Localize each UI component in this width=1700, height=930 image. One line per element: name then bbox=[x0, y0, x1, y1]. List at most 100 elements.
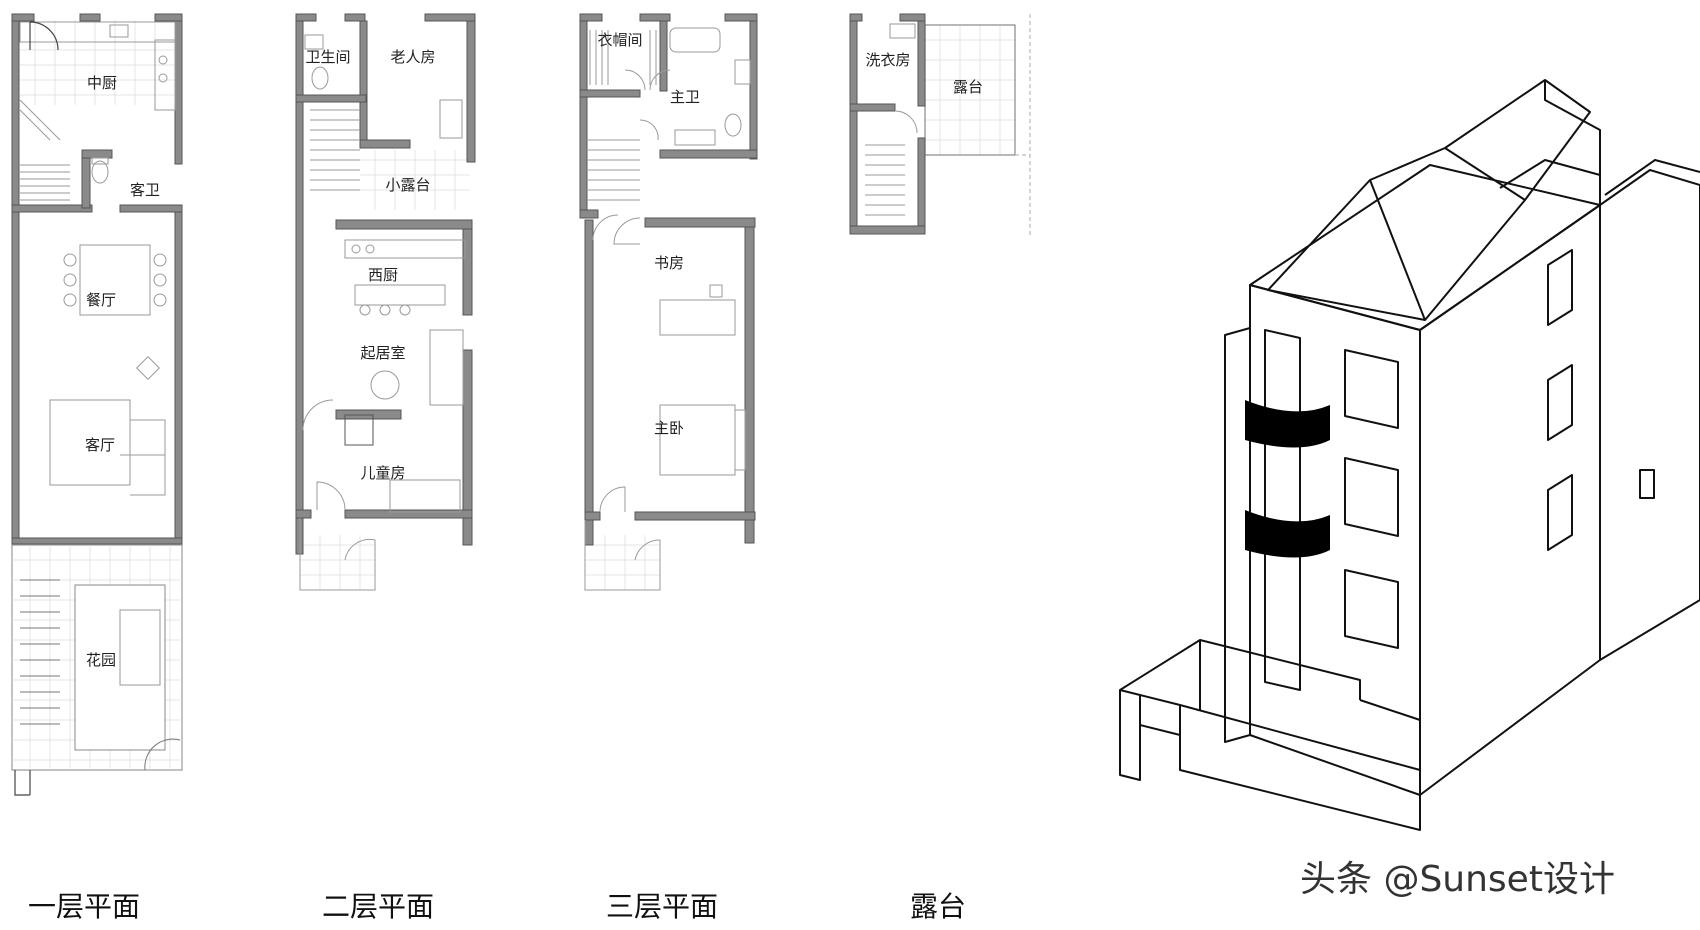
floor2-east-wall-upper bbox=[466, 13, 476, 163]
room-label-laundry: 洗衣房 bbox=[865, 51, 910, 69]
floor2-north-wall-b bbox=[344, 13, 366, 22]
floor3-title: 三层平面 bbox=[606, 890, 719, 923]
room-label-elder-room: 老人房 bbox=[390, 48, 435, 66]
iso-roof-ridge-back bbox=[1444, 79, 1591, 201]
floor1-mid-wall-b bbox=[119, 204, 183, 213]
iso-side-window-3 bbox=[1547, 474, 1573, 551]
floor3-cloak-wall-bottom bbox=[579, 89, 641, 98]
floor2-south-wall-b bbox=[344, 509, 473, 519]
floor3-fixtures bbox=[584, 27, 751, 591]
room-label-living: 客厅 bbox=[85, 436, 115, 454]
floor3-west-wall-lower bbox=[584, 219, 594, 546]
garden-boundary bbox=[11, 544, 183, 771]
iso-front-window-1 bbox=[1344, 349, 1399, 429]
kitchen-tile-grid bbox=[20, 20, 175, 105]
iso-garden-gate-block bbox=[1139, 694, 1181, 736]
room-label-family-room: 起居室 bbox=[360, 344, 405, 362]
kitchen-counters bbox=[19, 21, 176, 111]
floor3-north-wall-b bbox=[639, 13, 671, 22]
floor1-east-wall-lower bbox=[174, 209, 183, 546]
iso-side-window-2 bbox=[1547, 364, 1573, 441]
roof-title: 露台 bbox=[910, 890, 967, 923]
iso-garden-post bbox=[1119, 689, 1141, 781]
room-label-western-kitchen: 西厨 bbox=[368, 266, 398, 284]
roof-terrace-grid bbox=[925, 25, 1015, 155]
guest-bath-wall-top bbox=[81, 149, 113, 159]
roof-laundry-wall bbox=[849, 103, 896, 112]
floor2-elder-wall bbox=[359, 20, 368, 147]
room-label-guest-bath: 客卫 bbox=[130, 181, 160, 199]
floor1-east-wall-upper bbox=[174, 13, 183, 165]
floor2-north-wall-c bbox=[424, 13, 476, 22]
kitchen-door-swing bbox=[29, 21, 59, 51]
floor2-north-wall-a bbox=[295, 13, 317, 22]
iso-back-wing-b-top bbox=[1604, 159, 1700, 196]
iso-roof-hip-front bbox=[1267, 179, 1426, 321]
guest-bath-wall bbox=[81, 149, 91, 209]
iso-roof-hip-side bbox=[1369, 147, 1526, 321]
roof-north-wall-a bbox=[849, 13, 863, 22]
floor1-north-wall-a bbox=[11, 13, 35, 22]
room-label-small-terrace: 小露台 bbox=[385, 176, 430, 194]
room-label-kitchen: 中厨 bbox=[87, 74, 117, 92]
floor2-fixtures bbox=[299, 34, 466, 591]
floor1-north-wall-c bbox=[154, 13, 183, 22]
floor3-plan: 衣帽间 主卫 书房 主卧 bbox=[579, 13, 758, 591]
floor3-south-wall-b bbox=[634, 511, 756, 521]
floor2-plan: 卫生间 老人房 小露台 西厨 起居室 儿童房 bbox=[295, 13, 476, 591]
roof-south-wall bbox=[849, 225, 926, 235]
iso-front-window-2 bbox=[1344, 457, 1399, 537]
iso-front-window-3 bbox=[1344, 569, 1399, 649]
roof-fixtures bbox=[865, 23, 918, 216]
floor1-north-wall-b bbox=[79, 13, 101, 22]
floor1-west-wall bbox=[11, 13, 20, 545]
room-label-terrace: 露台 bbox=[953, 78, 983, 96]
room-label-bathroom: 卫生间 bbox=[305, 48, 350, 66]
room-label-cloakroom: 衣帽间 bbox=[597, 31, 642, 49]
roof-north-wall-b bbox=[899, 13, 926, 22]
room-label-study: 书房 bbox=[654, 254, 684, 272]
floor2-kitchen-north-wall bbox=[335, 219, 473, 230]
iso-back-volume-edge bbox=[1544, 80, 1601, 205]
room-label-master-bath: 主卫 bbox=[670, 88, 700, 106]
room-label-garden: 花园 bbox=[86, 651, 116, 669]
iso-garden-wall-top bbox=[1119, 639, 1361, 700]
garden-path-strips bbox=[20, 579, 181, 771]
iso-garden-front-wall bbox=[1179, 704, 1421, 831]
room-label-master-bedroom: 主卧 bbox=[654, 419, 684, 437]
floor3-balcony-grid bbox=[585, 535, 660, 590]
floor2-east-wall-mid bbox=[462, 219, 473, 316]
floor3-east-wall-lower bbox=[744, 217, 755, 544]
isometric-building-view bbox=[1119, 79, 1700, 831]
floor2-elder-wall-bottom bbox=[359, 139, 411, 149]
floor3-north-wall-c bbox=[724, 13, 758, 22]
floor3-study-north-wall bbox=[644, 217, 756, 228]
floor3-bath-wall-bottom bbox=[659, 149, 758, 159]
floor2-terrace-grid bbox=[300, 150, 470, 590]
living-sofa-set bbox=[49, 355, 166, 496]
floor3-north-wall-a bbox=[579, 13, 603, 22]
dining-table-set bbox=[63, 244, 167, 316]
iso-balcony-curve-2 bbox=[1245, 510, 1330, 558]
iso-front-pier bbox=[1224, 327, 1251, 743]
roof-west-wall bbox=[849, 13, 858, 235]
floor2-south-wall-a bbox=[295, 509, 312, 519]
floor3-west-wall-upper bbox=[579, 13, 588, 215]
floor2-east-wall-lower bbox=[462, 349, 473, 546]
iso-back-wing-a bbox=[1499, 159, 1601, 189]
floor3-south-wall-a bbox=[584, 511, 601, 521]
guest-bath-fixtures bbox=[91, 157, 109, 184]
roof-east-wall-lower bbox=[917, 137, 926, 235]
iso-back-wing-b bbox=[1599, 169, 1700, 661]
room-label-dining: 餐厅 bbox=[86, 291, 116, 309]
floor3-east-wall-upper bbox=[749, 13, 758, 160]
roof-east-wall-upper bbox=[917, 13, 926, 107]
iso-back-window bbox=[1639, 469, 1655, 499]
iso-front-recess bbox=[1264, 329, 1301, 691]
floor3-cloak-wall bbox=[659, 20, 668, 92]
floor1-title: 一层平面 bbox=[28, 890, 141, 923]
watermark-text: 头条 @Sunset设计 bbox=[1300, 859, 1615, 900]
iso-garden-corner bbox=[1359, 699, 1421, 770]
floor1-plan: 中厨 客卫 餐厅 客厅 花园 bbox=[11, 13, 183, 796]
